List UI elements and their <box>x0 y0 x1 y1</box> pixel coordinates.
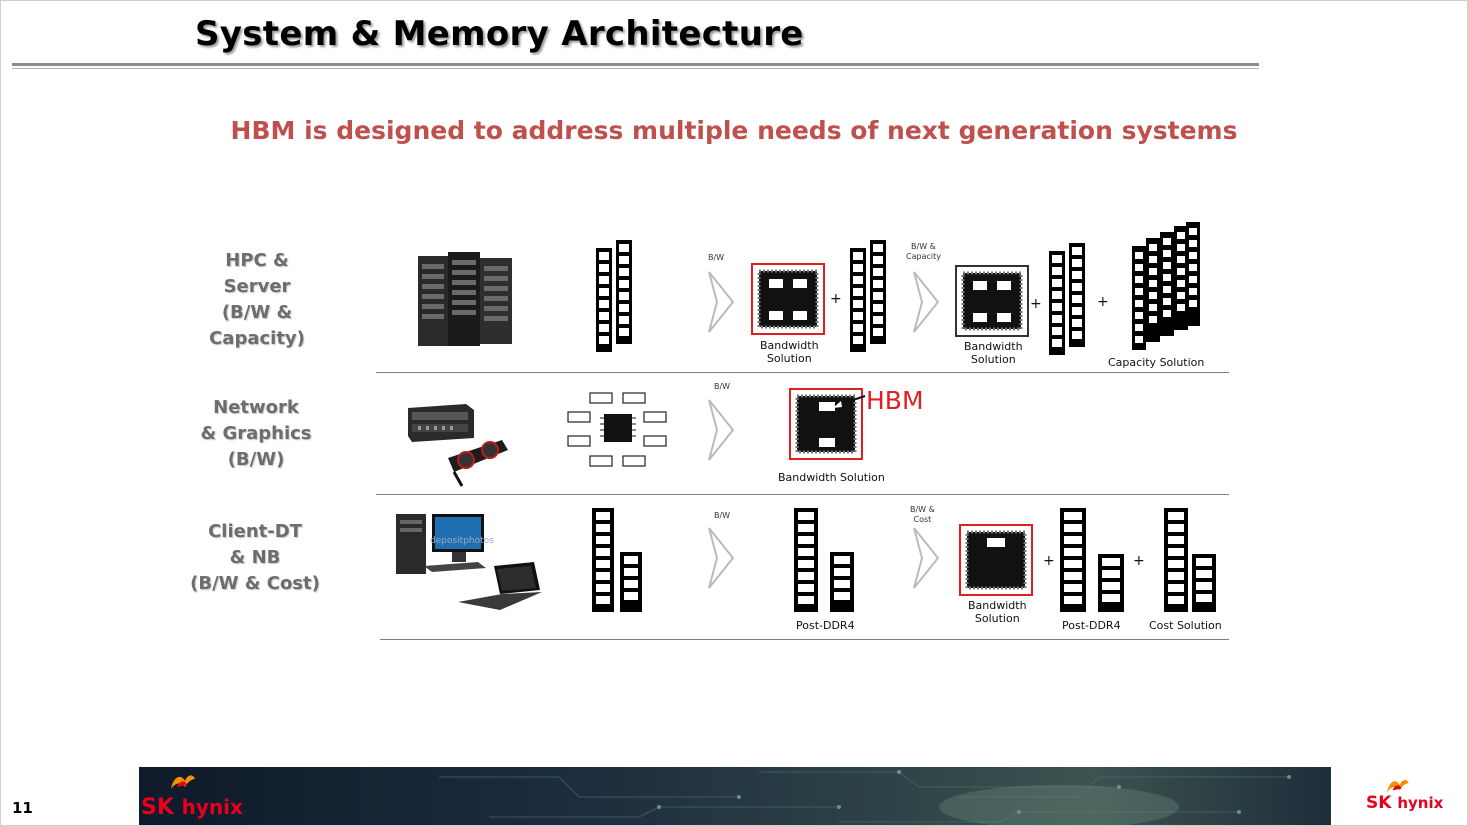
row1-arrow2-tag: B/W &Capacity <box>906 242 941 261</box>
row2-solution-caption: Bandwidth Solution <box>778 471 885 484</box>
chevron-right-icon <box>708 271 735 333</box>
row-label-network-graphics: Network& Graphics (B/W) <box>200 397 312 470</box>
row-label-hpc-server: HPC &Server (B/W &Capacity) <box>209 250 305 349</box>
dram-module-stack-icon <box>1132 222 1200 350</box>
hbm-callout-label: HBM <box>866 386 924 415</box>
footer-banner: SK hynix <box>139 767 1331 825</box>
slide-subtitle: HBM is designed to address multiple need… <box>230 116 1238 145</box>
title-rule-thin <box>12 68 1259 69</box>
image-watermark: depositphotos <box>430 536 494 546</box>
circuit-pattern-graphic <box>439 770 1291 825</box>
hbm-chip-icon <box>751 263 825 335</box>
row-divider-3 <box>380 639 1229 640</box>
dram-module-pair-icon <box>1049 243 1085 355</box>
processor-with-memory-chips-icon <box>567 392 667 467</box>
title-rule <box>12 63 1259 66</box>
row3-plus-2: + <box>1133 553 1145 569</box>
server-rack-image <box>418 252 512 346</box>
chevron-right-icon <box>708 399 735 461</box>
dram-module-short-pair-icon <box>1060 508 1124 612</box>
page-number: 11 <box>12 799 33 817</box>
banner-logo: SK hynix <box>141 795 243 820</box>
slide-title: System & Memory Architecture <box>195 14 804 54</box>
row3-plus-1: + <box>1043 553 1055 569</box>
network-and-gpu-image <box>408 404 508 487</box>
corner-logo: SK hynix <box>1366 793 1444 813</box>
row1-plus-2: + <box>1030 296 1042 312</box>
dram-module-pair-icon <box>596 240 632 352</box>
dram-module-short-pair-icon <box>592 508 642 612</box>
row-divider-1 <box>376 372 1229 373</box>
dram-module-short-pair-icon <box>794 508 854 612</box>
row3-post-ddr4-caption-2: Post-DDR4 <box>1062 619 1121 632</box>
sk-butterfly-logo-icon <box>1387 779 1409 793</box>
hbm-chip-icon <box>955 265 1029 337</box>
row3-post-ddr4-caption-1: Post-DDR4 <box>796 619 855 632</box>
chevron-right-icon <box>708 527 735 589</box>
chevron-right-icon <box>913 527 940 589</box>
row1-capacity-caption: Capacity Solution <box>1108 356 1205 369</box>
row3-arrow1-tag: B/W <box>714 511 731 520</box>
hbm-chip-icon <box>959 524 1033 596</box>
row-label-client: Client-DT& NB (B/W & Cost) <box>190 521 320 594</box>
row1-arrow1-tag: B/W <box>708 253 725 262</box>
dram-module-pair-icon <box>850 240 886 352</box>
hbm-chip-icon <box>789 388 866 460</box>
row1-plus-3: + <box>1097 294 1109 310</box>
row2-arrow-tag: B/W <box>714 382 731 391</box>
dram-module-short-pair-icon <box>1164 508 1216 612</box>
chevron-right-icon <box>913 271 940 333</box>
row-divider-2 <box>376 494 1229 495</box>
row1-plus-1: + <box>830 291 842 307</box>
row3-cost-caption: Cost Solution <box>1149 619 1222 632</box>
row3-arrow2-tag: B/W &Cost <box>910 505 935 524</box>
sk-butterfly-logo-icon <box>171 775 195 789</box>
desktop-and-notebook-image <box>396 514 542 610</box>
